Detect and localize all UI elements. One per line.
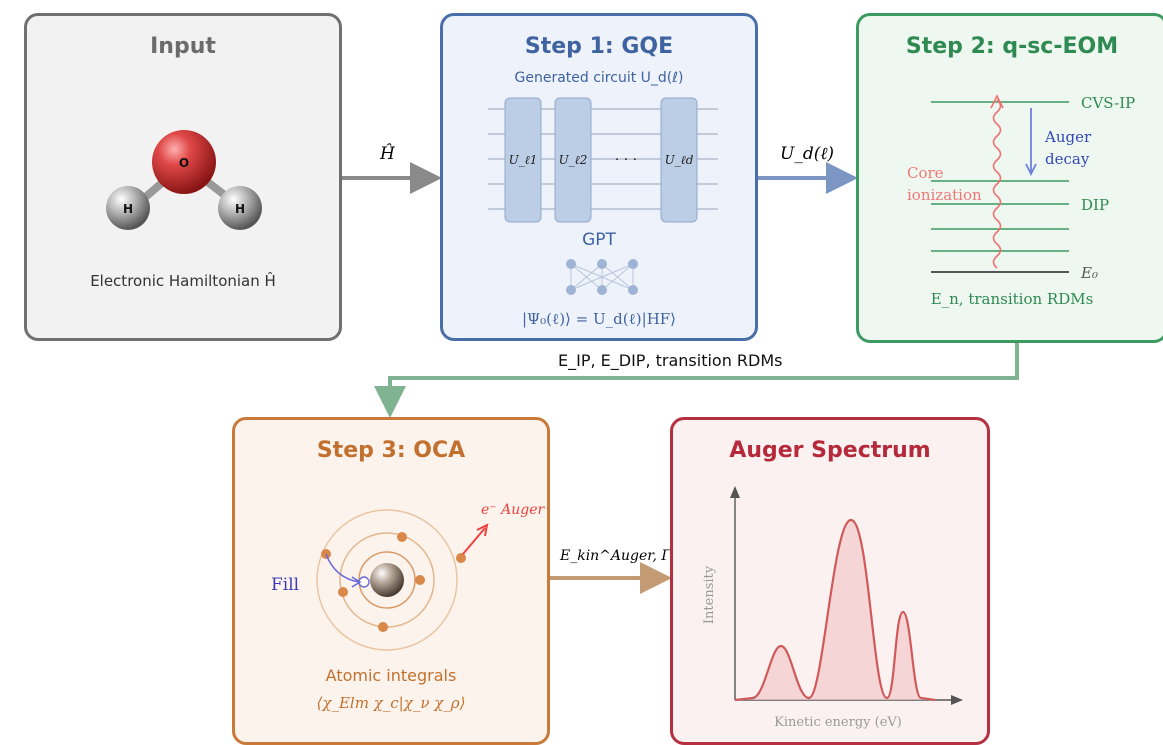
y-axis-label: Intensity <box>702 565 717 624</box>
gate-2-label: U_ℓ2 <box>559 153 588 167</box>
fill-label: Fill <box>271 575 299 595</box>
step2-title: Step 2: q-sc-EOM <box>905 34 1119 59</box>
step2-caption: E_n, transition RDMs <box>930 290 1094 308</box>
water-molecule: O H H <box>106 130 262 230</box>
core-ionization-label-2: ionization <box>907 186 982 204</box>
auger-emission-arrow <box>462 527 486 555</box>
hydrogen-label-right: H <box>235 202 245 216</box>
gpt-label: GPT <box>582 230 616 250</box>
electron-inner <box>415 575 425 585</box>
step3-panel: Step 3: OCA Fill e⁻ Auger Atomic integra… <box>232 417 550 745</box>
spectrum-line <box>734 518 936 702</box>
spectrum-area <box>735 520 935 700</box>
connector-label: E_IP, E_DIP, transition RDMs <box>558 351 783 370</box>
nucleus <box>370 563 404 597</box>
arrow-eom-to-oca <box>374 343 1019 418</box>
gpt-network-icon <box>566 259 638 295</box>
input-caption: Electronic Hamiltonian Ĥ <box>90 272 276 290</box>
arrow2-label-text: U_d(ℓ) <box>780 144 835 164</box>
level-e0: E₀ <box>1080 264 1098 282</box>
x-axis-label: Kinetic energy (eV) <box>774 715 902 730</box>
quantum-circuit: U_ℓ1 U_ℓ2 · · · U_ℓd <box>488 97 718 223</box>
step1-subtitle: Generated circuit U_d(ℓ) <box>514 70 684 86</box>
electron-mid-3 <box>378 622 388 632</box>
arrow1-label: Ĥ <box>380 144 395 164</box>
electron-emitted-origin <box>456 553 466 563</box>
oxygen-label: O <box>179 156 189 170</box>
input-title: Input <box>150 34 216 59</box>
atom-orbital-diagram: Fill e⁻ Auger <box>271 502 545 651</box>
auger-title: Auger Spectrum <box>729 438 931 463</box>
state-equation: |Ψ₀(ℓ)⟩ = U_d(ℓ)|HF⟩ <box>521 310 677 328</box>
auger-decay-label-1: Auger <box>1044 128 1092 146</box>
gate-d-label: U_ℓd <box>665 153 694 167</box>
auger-spectrum-plot: Intensity Kinetic energy (eV) <box>702 486 963 730</box>
input-panel: Input O H H Electronic Hamiltonian Ĥ <box>24 13 342 341</box>
auger-decay-label-2: decay <box>1045 150 1090 168</box>
step3-title: Step 3: OCA <box>316 438 466 463</box>
core-ionization-label-1: Core <box>907 164 944 182</box>
gate-d <box>660 97 698 223</box>
fill-arrow <box>325 553 360 583</box>
auger-electron-label: e⁻ Auger <box>481 502 545 518</box>
level-dip: DIP <box>1081 196 1109 214</box>
electron-mid-2 <box>338 587 348 597</box>
step2-panel: Step 2: q-sc-EOM CVS-IP DIP E₀ Auger dec… <box>856 13 1163 343</box>
step1-panel: Step 1: GQE Generated circuit U_d(ℓ) U_ℓ… <box>440 13 758 341</box>
hydrogen-atom-right <box>218 186 262 230</box>
hydrogen-label-left: H <box>123 202 133 216</box>
arrow2-label: U_d(ℓ) <box>780 144 834 164</box>
gate-1-label: U_ℓ1 <box>509 153 538 167</box>
core-ionization-arrow <box>992 99 1002 269</box>
step3-caption-1: Atomic integrals <box>325 666 457 685</box>
hydrogen-atom-left <box>106 186 150 230</box>
level-cvs-ip: CVS-IP <box>1081 94 1135 112</box>
step3-caption-2: ⟨χ_Elm χ_c|χ_ν χ_ρ⟩ <box>316 694 466 712</box>
electron-mid-1 <box>397 532 407 542</box>
gate-1 <box>504 97 542 223</box>
gate-2 <box>554 97 592 223</box>
energy-level-diagram: CVS-IP DIP E₀ Auger decay Core ionizatio… <box>907 94 1135 282</box>
auger-panel: Auger Spectrum Intensity Kinetic energy … <box>670 417 990 745</box>
step1-title: Step 1: GQE <box>524 34 674 59</box>
oxygen-atom <box>152 130 216 194</box>
arrow4-label: E_kin^Auger, Γ_fi <box>560 548 688 564</box>
gate-dots: · · · <box>615 152 637 168</box>
